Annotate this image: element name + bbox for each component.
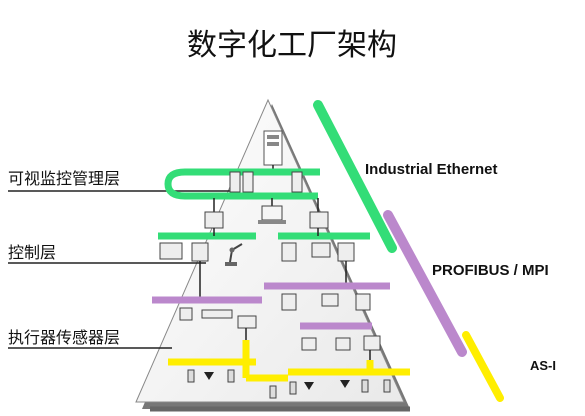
pc-icon [321,293,339,307]
server-slot [267,142,279,146]
pc-icon [242,171,254,193]
valve-icon [179,307,193,321]
sensor-icon [227,369,235,383]
diagram-title: 数字化工厂架构 [187,28,397,63]
plc-icon [191,242,209,262]
plc-icon [281,293,297,311]
valve-icon [204,372,214,380]
valve-icon [304,382,314,390]
sensor-icon [361,379,369,393]
sensor-icon [383,379,391,393]
as-i-bus [168,340,410,382]
level-label-monitoring: 可视监控管理层 [8,169,120,188]
robot-icon [225,243,243,266]
pc-icon [291,171,303,193]
plc-icon [281,242,297,262]
sensor-icon [289,381,297,395]
control-tier-devices [159,242,355,266]
io-module-icon [335,337,351,351]
plc-icon [309,211,329,229]
level-label-field: 执行器传感器层 [8,328,120,347]
plc-icon [204,211,224,229]
profibus-label: PROFIBUS / MPI [432,262,549,279]
level-label-control: 控制层 [8,243,56,262]
level-dividers [8,190,236,349]
io-module-icon [301,337,317,351]
ethernet-ring-path [164,168,320,200]
field-tier-devices [179,293,381,351]
industrial-ethernet-label: Industrial Ethernet [365,161,498,178]
plc-icon [363,335,381,351]
pc-icon [261,205,283,221]
as-i-label: AS-I [530,358,556,373]
industrial-ethernet-stripe [313,100,397,253]
sensor-icon [269,385,277,399]
pc-icon [311,242,331,258]
plc-icon [237,315,257,329]
server-slot [267,135,279,139]
io-module-icon [201,309,233,319]
sensor-icon [187,369,195,383]
ethernet-ring-top [164,168,320,200]
valve-icon [340,380,350,388]
field-actuators [187,369,391,399]
robot-joint [229,247,235,253]
second-tier-devices [204,205,329,229]
pc-icon [229,171,241,193]
plc-icon [159,242,183,260]
keyboard-icon [258,220,286,224]
plc-icon [337,242,355,262]
plc-icon [355,293,371,311]
profibus-stripe [383,210,467,357]
robot-base [225,262,237,266]
as-i-stripe [462,331,504,402]
